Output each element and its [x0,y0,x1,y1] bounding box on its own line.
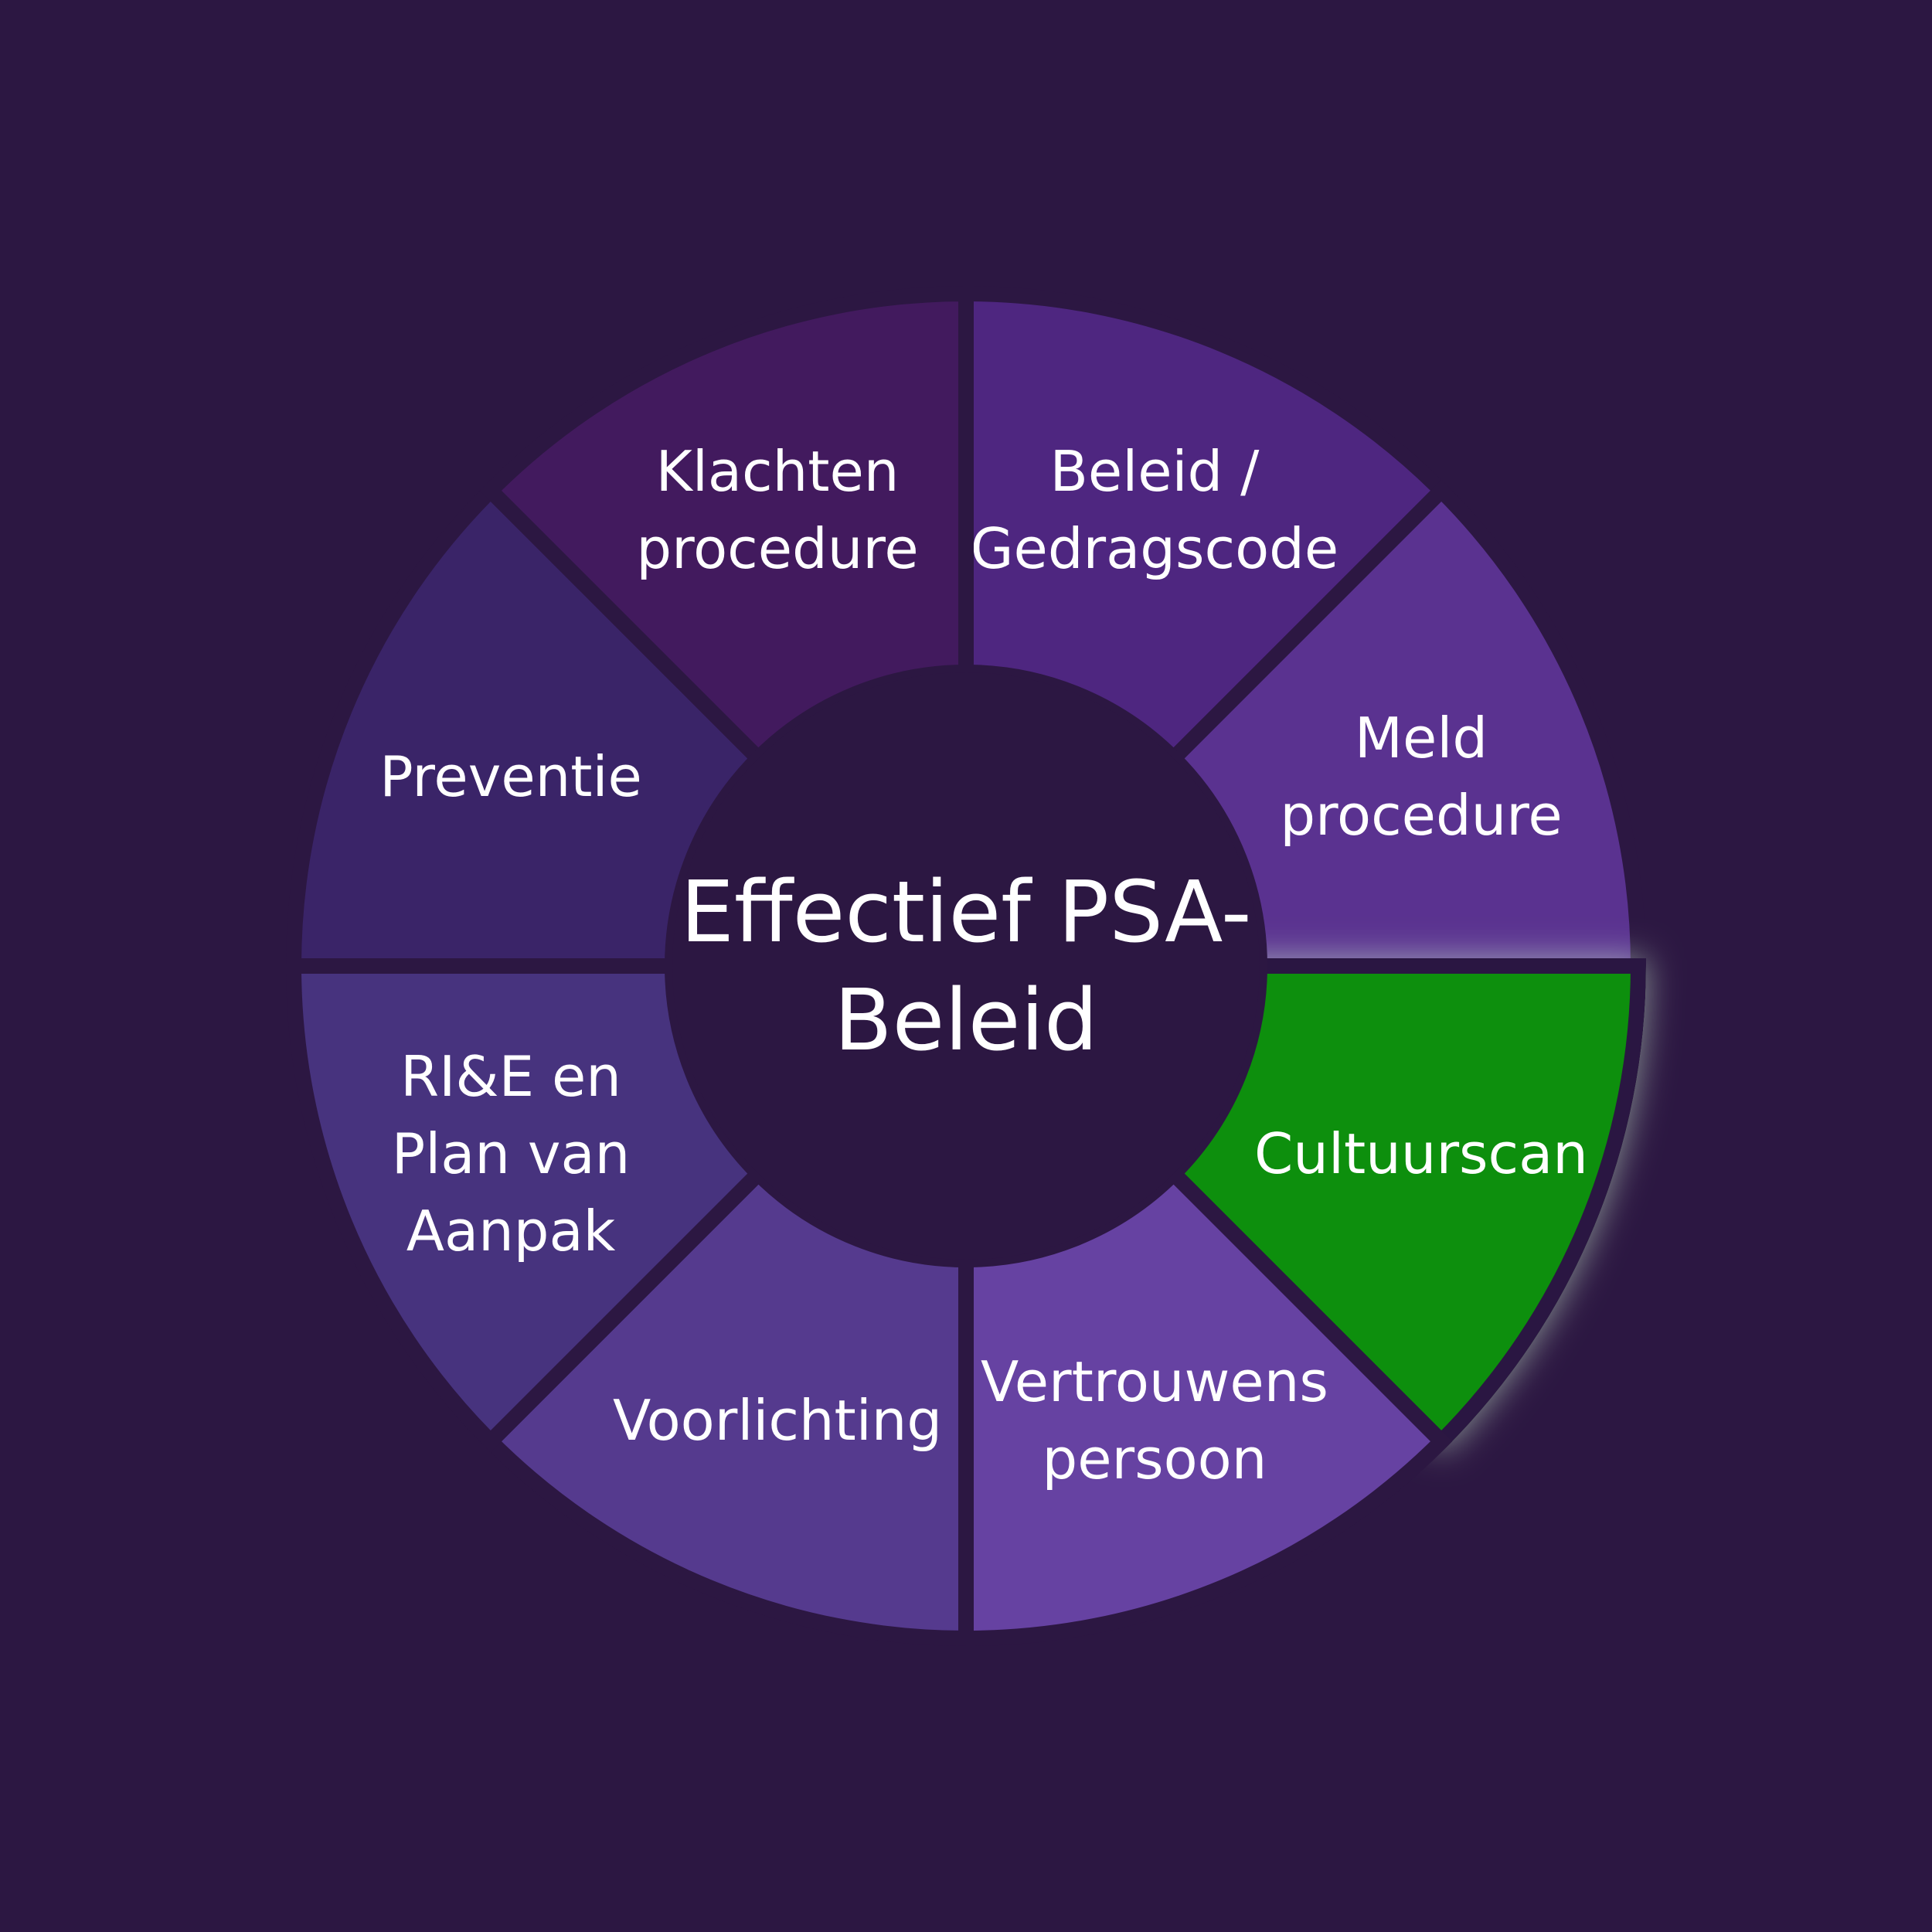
label-cultuurscan: Cultuurscan [1254,1121,1588,1186]
label-klachten-procedure: Klachten procedure [636,439,918,581]
label-preventie: Preventie [379,744,642,809]
center-title-line: Effectief PSA- [680,862,1251,961]
center-title-line: Beleid [834,971,1098,1070]
label-line: Beleid / [1050,439,1260,504]
label-beleid-gedragscode: Beleid / Gedragscode [971,439,1338,581]
label-line: persoon [1043,1427,1267,1492]
center-hub [665,665,1267,1267]
label-meld-procedure: Meld procedure [1280,706,1562,848]
label-line: Meld [1355,706,1488,770]
label-line: Vertrouwens [981,1349,1328,1414]
label-line: Preventie [379,744,642,809]
label-line: Gedragscode [971,516,1338,581]
label-line: procedure [636,516,918,581]
label-line: Aanpak [406,1199,616,1264]
label-line: Cultuurscan [1254,1121,1588,1186]
label-line: RI&E en [400,1044,621,1109]
label-line: Plan van [392,1121,630,1186]
label-line: procedure [1280,783,1562,848]
label-voorlichting: Voorlichting [613,1388,942,1453]
label-vertrouwens-persoon: Vertrouwens persoon [981,1349,1328,1492]
label-line: Voorlichting [613,1388,942,1453]
center-title: Effectief PSA- Beleid [680,862,1251,1070]
label-line: Klachten [656,439,900,504]
